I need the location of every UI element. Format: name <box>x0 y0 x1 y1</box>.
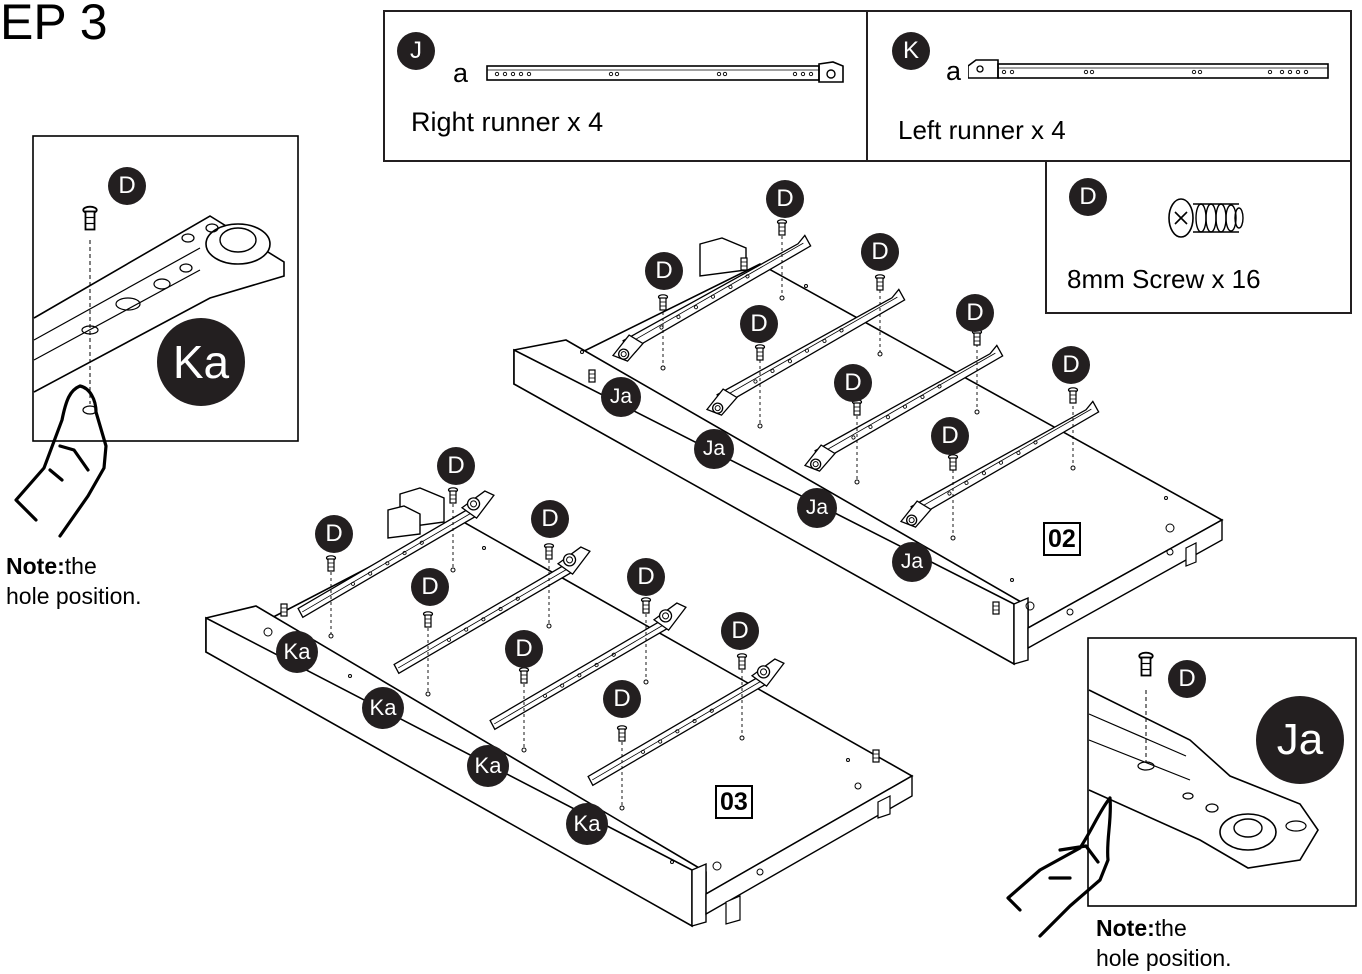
detail-left-screw-badge: D <box>108 167 146 205</box>
part-box-right-runner: J a Right runner x 4 <box>383 10 869 162</box>
part-badge-j: J <box>397 32 435 70</box>
step-title: EP 3 <box>0 0 108 50</box>
panel-03-drawing <box>205 487 914 928</box>
panel-02-label: 02 <box>1043 522 1081 556</box>
detail-right-runner-badge: Ja <box>1256 696 1344 784</box>
screw-icon <box>1168 198 1244 238</box>
panel-02-screw-badge: D <box>931 417 969 455</box>
part-d-label: 8mm Screw x 16 <box>1067 264 1261 294</box>
panel-02-screw-badge: D <box>834 364 872 402</box>
detail-right-screw-badge: D <box>1168 660 1206 698</box>
panel-02-screw-badge: D <box>766 180 804 218</box>
panel-03-runner-badge: Ka <box>362 687 404 729</box>
panel-02-runner-badge: Ja <box>797 488 837 528</box>
part-badge-k: K <box>892 32 930 70</box>
note-right-bold: Note: <box>1096 915 1155 941</box>
note-left-rest: the <box>64 553 97 579</box>
part-k-label: Left runner x 4 <box>898 115 1066 145</box>
panel-02-drawing <box>513 219 1224 666</box>
part-box-left-runner: K a Left runner x 4 <box>866 10 1352 162</box>
panel-03-runner-badge: Ka <box>566 803 608 845</box>
panel-03-screw-badge: D <box>505 630 543 668</box>
note-right: Note:the hole position. <box>1096 913 1232 973</box>
note-right-rest: the <box>1154 915 1187 941</box>
panel-02-screw-badge: D <box>740 305 778 343</box>
panel-03-screw-badge: D <box>603 680 641 718</box>
panel-03-screw-badge: D <box>531 500 569 538</box>
panel-03-screw-badge: D <box>721 612 759 650</box>
detail-right-drawing <box>1006 637 1357 938</box>
panel-03-runner-badge: Ka <box>276 631 318 673</box>
panel-02-screw-badge: D <box>1052 346 1090 384</box>
panel-02-runner-badge: Ja <box>601 377 641 417</box>
note-left-bold: Note: <box>6 553 65 579</box>
panel-02-runner-badge: Ja <box>892 542 932 582</box>
note-left: Note:the hole position. <box>6 551 142 611</box>
panel-03-runner-badge: Ka <box>467 745 509 787</box>
part-j-label: Right runner x 4 <box>411 107 604 137</box>
panel-03-screw-badge: D <box>627 558 665 596</box>
part-box-screw: D 8mm Screw x 16 <box>1045 160 1352 314</box>
part-badge-d: D <box>1069 178 1107 216</box>
panel-03-screw-badge: D <box>437 447 475 485</box>
panel-02-screw-badge: D <box>956 294 994 332</box>
detail-left-runner-badge: Ka <box>157 318 245 406</box>
panel-02-screw-badge: D <box>861 233 899 271</box>
panel-02-screw-badge: D <box>645 252 683 290</box>
panel-03-label: 03 <box>715 785 753 819</box>
panel-03-screw-badge: D <box>315 515 353 553</box>
panel-03-screw-badge: D <box>411 568 449 606</box>
part-j-sub: a <box>453 58 469 88</box>
note-right-line2: hole position. <box>1096 945 1232 971</box>
note-left-line2: hole position. <box>6 583 142 609</box>
part-k-sub: a <box>946 56 962 86</box>
detail-left-drawing <box>14 135 299 538</box>
panel-02-runner-badge: Ja <box>694 429 734 469</box>
left-runner-icon <box>968 59 1329 79</box>
right-runner-icon <box>486 61 844 83</box>
